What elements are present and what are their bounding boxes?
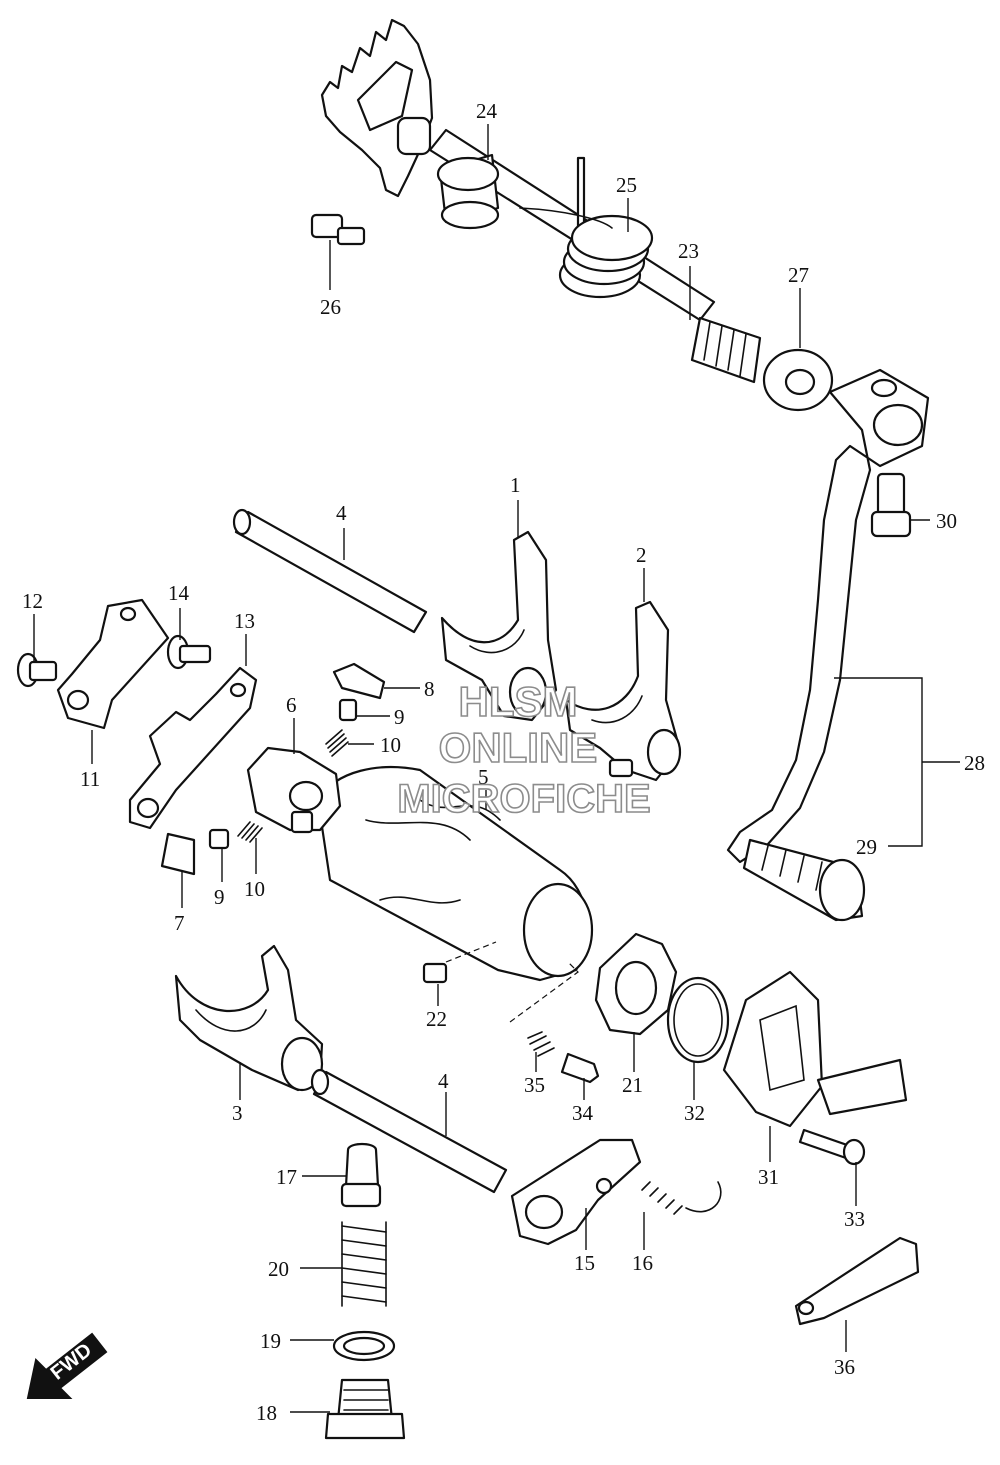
callout-4-upper: 4 [336, 501, 347, 525]
callout-35: 35 [524, 1073, 545, 1097]
watermark-line-2: ONLINE [439, 724, 598, 771]
callout-25: 25 [616, 173, 637, 197]
callout-20: 20 [268, 1257, 289, 1281]
arrow-down-left-icon [26, 1332, 108, 1399]
callout-16: 16 [632, 1251, 653, 1275]
callout-26: 26 [320, 295, 341, 319]
stopper-plate-11 [56, 598, 170, 730]
callout-14: 14 [168, 581, 190, 605]
pawl-8 [332, 662, 386, 700]
callout-11: 11 [80, 767, 100, 791]
plunger-34 [560, 1052, 600, 1084]
o-ring-32 [666, 976, 730, 1064]
callout-9-upper: 9 [394, 705, 405, 729]
callout-17: 17 [276, 1165, 297, 1189]
callout-34: 34 [572, 1101, 594, 1125]
callout-2: 2 [636, 543, 647, 567]
stopper-arm-13 [128, 666, 258, 830]
callout-7: 7 [174, 911, 185, 935]
watermark: HLSM ONLINE MICROFICHE [397, 677, 652, 822]
shift-arm-15 [510, 1138, 642, 1246]
leader-lines [33, 124, 960, 1413]
plug-18 [324, 1378, 406, 1440]
watermark-line-3: MICROFICHE [397, 777, 650, 821]
callout-19: 19 [260, 1329, 281, 1353]
screw-12 [16, 652, 58, 688]
callout-30: 30 [936, 509, 957, 533]
fwd-direction-badge: FWD [26, 1332, 108, 1399]
callout-6: 6 [286, 693, 297, 717]
gearshift-shaft-assembly [320, 18, 762, 384]
callout-8: 8 [424, 677, 435, 701]
screw-14 [166, 634, 212, 670]
callout-32: 32 [684, 1101, 705, 1125]
callout-21: 21 [622, 1073, 643, 1097]
spring-10-lower [237, 821, 263, 843]
callout-31: 31 [758, 1165, 779, 1189]
cam-driven-gear-6 [246, 746, 342, 834]
shift-fork-2 [564, 600, 682, 782]
bolt-30 [870, 472, 912, 538]
fork-shaft-upper [232, 508, 428, 634]
plunger-17 [340, 1142, 382, 1208]
callout-1: 1 [510, 473, 521, 497]
gearshift-lever-28 [726, 368, 930, 922]
callout-22: 22 [426, 1007, 447, 1031]
washer-19 [332, 1330, 396, 1362]
callout-12: 12 [22, 589, 43, 613]
fork-shaft-lower [310, 1068, 508, 1194]
callout-24: 24 [476, 99, 498, 123]
callout-10-upper: 10 [380, 733, 401, 757]
callout-28: 28 [964, 751, 985, 775]
callout-23: 23 [678, 239, 699, 263]
callout-4-lower: 4 [438, 1069, 449, 1093]
callout-15: 15 [574, 1251, 595, 1275]
pin-9-lower [208, 828, 230, 850]
callout-3: 3 [232, 1101, 243, 1125]
spring-35 [527, 1031, 555, 1057]
callout-27: 27 [788, 263, 809, 287]
oil-seal-27 [762, 348, 834, 412]
spring-16 [641, 1181, 722, 1215]
watermark-line-1: HLSM [459, 678, 578, 725]
callout-labels: 1 2 3 4 4 5 6 7 8 9 9 10 10 11 12 13 14 … [22, 99, 985, 1425]
spring-20 [341, 1221, 387, 1307]
pin-9-upper [338, 698, 358, 722]
callout-13: 13 [234, 609, 255, 633]
callout-18: 18 [256, 1401, 277, 1425]
callout-36: 36 [834, 1355, 855, 1379]
cable-guide-36 [794, 1236, 920, 1326]
pin-22 [422, 962, 448, 984]
spring-10-upper [325, 729, 349, 757]
callout-10-lower: 10 [244, 877, 265, 901]
shift-fork-3 [174, 944, 324, 1092]
shift-fork-1 [440, 530, 558, 722]
bolt-33 [798, 1128, 866, 1166]
gearshift-cam-5 [316, 766, 594, 982]
callout-9-lower: 9 [214, 885, 225, 909]
callout-5: 5 [478, 765, 489, 789]
callout-33: 33 [844, 1207, 865, 1231]
gear-position-cover-31 [722, 970, 908, 1128]
bolt-26 [310, 213, 366, 246]
retainer-21 [594, 932, 678, 1036]
pawl-7 [160, 832, 196, 876]
callout-29: 29 [856, 835, 877, 859]
